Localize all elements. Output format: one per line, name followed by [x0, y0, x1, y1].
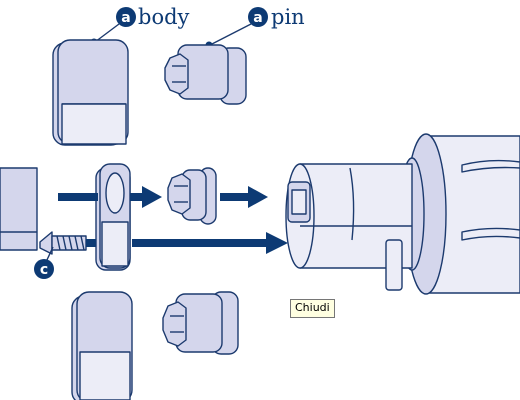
top-pin-gear	[164, 53, 189, 95]
arrow-1-shaft	[58, 193, 98, 201]
body-badge-letter: a	[121, 10, 130, 26]
bottom-pin-gear	[162, 301, 187, 347]
left-cap-part	[0, 167, 38, 251]
screw-leader-line	[45, 246, 54, 263]
pin-leader-line	[209, 23, 252, 46]
top-pin-part	[164, 44, 247, 105]
top-body-lower-face	[61, 103, 127, 145]
screw-head	[39, 231, 53, 255]
bottom-pin-part	[162, 291, 239, 355]
middle-body-part	[95, 163, 131, 271]
screw-thread-4	[74, 235, 79, 251]
screw-thread-1	[56, 235, 61, 251]
screw-thread-5	[80, 235, 85, 251]
cylinder-tab	[385, 239, 403, 291]
pin-label: pin	[271, 5, 305, 29]
cylinder-split-line	[349, 167, 355, 241]
arrow-3-shaft	[220, 193, 250, 201]
arrow-2-head	[142, 186, 162, 208]
screw-badge-letter: c	[40, 262, 48, 278]
bottom-body-part	[71, 291, 133, 400]
body-label: body	[138, 5, 190, 29]
screw-label-group: c	[34, 246, 54, 279]
close-tooltip: Chiudi	[290, 299, 335, 318]
arrow-2-shaft	[130, 193, 144, 201]
body-label-group: a body	[90, 5, 190, 46]
cylinder-slot-bottom	[461, 227, 520, 241]
bottom-body-lower-face	[79, 351, 131, 400]
left-cap	[0, 167, 38, 251]
pin-badge-icon	[248, 7, 268, 27]
arrow-3-head	[248, 186, 268, 208]
middle-pin-gear	[167, 173, 191, 215]
body-badge-icon	[116, 7, 136, 27]
screw-thread-2	[62, 235, 67, 251]
assembly-arrows	[58, 186, 288, 254]
arrow-4-tail	[86, 239, 96, 247]
cylinder-assembly	[285, 133, 520, 295]
arrow-4-head	[266, 232, 288, 254]
cylinder-plug-face	[291, 189, 307, 215]
middle-body-bore	[105, 172, 125, 214]
top-body-part	[52, 39, 129, 146]
screw-badge-icon	[34, 259, 54, 279]
arrow-4-shaft	[132, 239, 268, 247]
middle-pin-part	[167, 167, 217, 225]
cylinder-slot-top	[461, 159, 520, 173]
pin-badge-letter: a	[253, 10, 262, 26]
screw-part	[39, 231, 87, 255]
body-leader-line	[94, 23, 120, 43]
screw-thread-3	[68, 235, 73, 251]
middle-body-lower-face	[101, 221, 129, 267]
pin-label-group: a pin	[205, 5, 305, 49]
